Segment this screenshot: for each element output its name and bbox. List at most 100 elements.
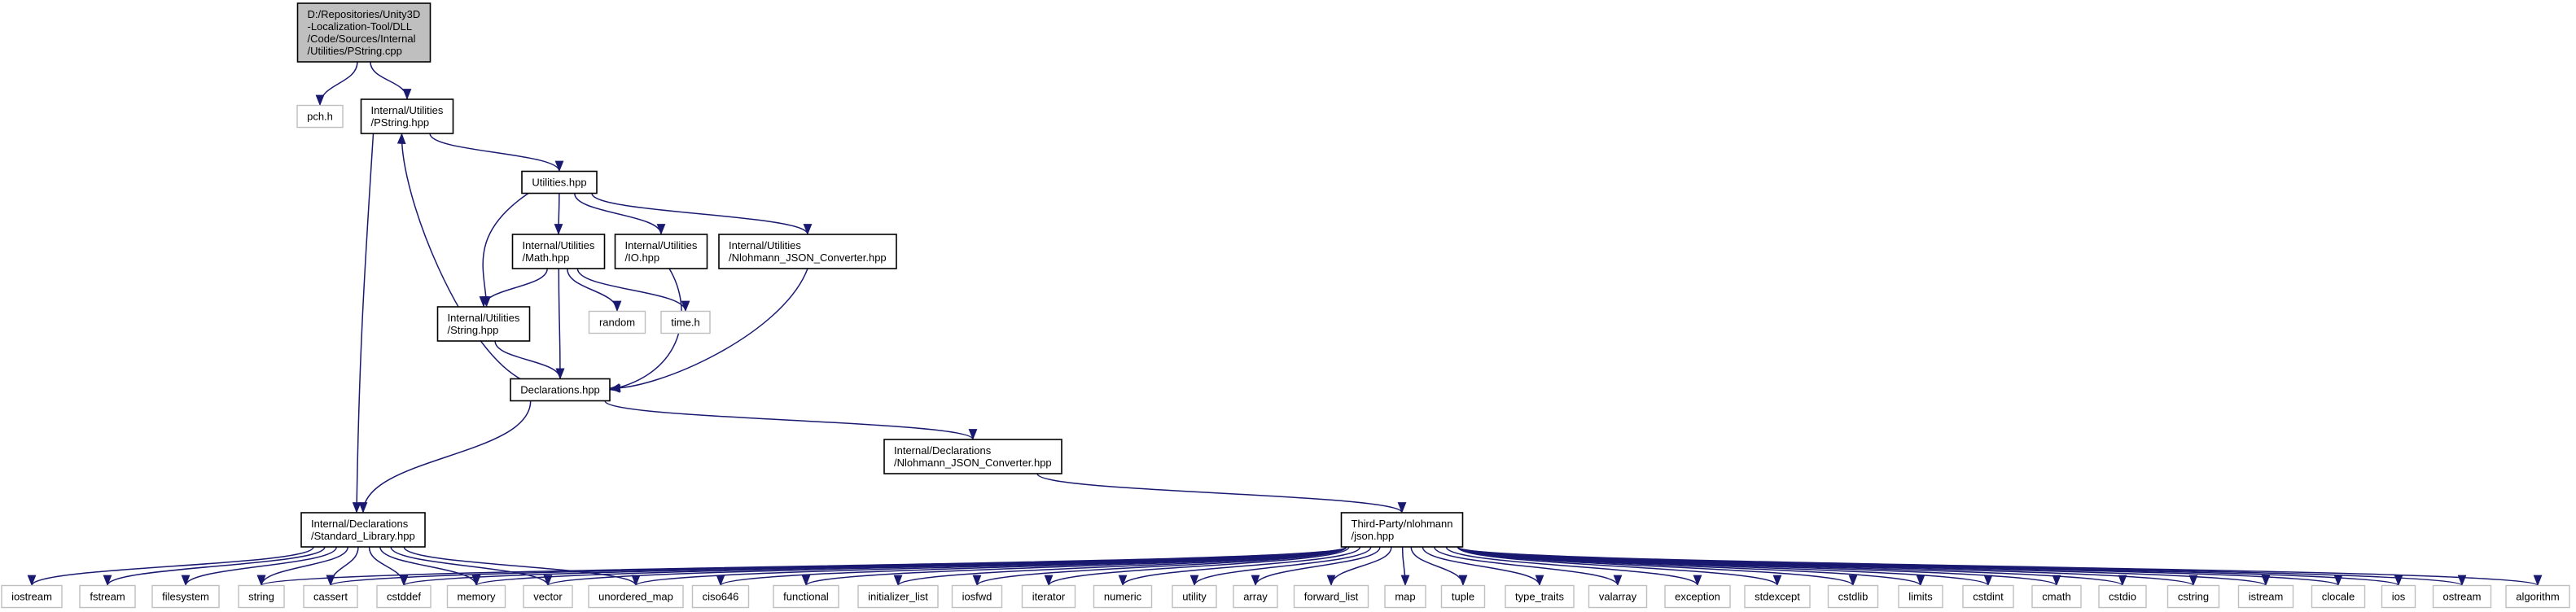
- edge-utilities-to-nconv-util: [591, 193, 813, 235]
- node-json[interactable]: Third-Party/nlohmann/json.hpp: [1340, 512, 1464, 548]
- node-io[interactable]: Internal/Utilities/IO.hpp: [614, 234, 708, 269]
- node-box: [1384, 584, 1426, 609]
- node-label: iosfwd: [962, 591, 992, 603]
- node-fstream[interactable]: fstream: [79, 584, 136, 609]
- node-pch[interactable]: pch.h: [296, 104, 344, 129]
- node-valarray[interactable]: valarray: [1588, 584, 1648, 609]
- node-label: Internal/Utilities: [448, 312, 520, 324]
- node-label: cstring: [2178, 591, 2209, 603]
- node-label: numeric: [1104, 591, 1142, 603]
- node-label: forward_list: [1304, 591, 1359, 603]
- node-vector[interactable]: vector: [523, 584, 573, 609]
- node-label: string: [248, 591, 274, 603]
- node-label: time.h: [671, 317, 699, 329]
- node-label: cassert: [313, 591, 348, 603]
- node-box: [2311, 584, 2366, 609]
- node-initializer-list[interactable]: initializer_list: [857, 584, 939, 609]
- node-iosfwd[interactable]: iosfwd: [951, 584, 1003, 609]
- edge-stdlib-to-cstddef: [368, 546, 409, 587]
- node-array[interactable]: array: [1233, 584, 1278, 609]
- node-forward-list[interactable]: forward_list: [1293, 584, 1369, 609]
- node-decl[interactable]: Declarations.hpp: [510, 378, 611, 402]
- edge-nconv-util-to-decl: [609, 268, 808, 393]
- node-cstddef[interactable]: cstddef: [376, 584, 432, 609]
- edge-decl-to-pstring: [396, 133, 521, 380]
- node-stdlib[interactable]: Internal/Declarations/Standard_Library.h…: [300, 512, 426, 548]
- node-algorithm[interactable]: algorithm: [2505, 584, 2570, 609]
- node-box: [1505, 584, 1575, 609]
- node-cstring[interactable]: cstring: [2166, 584, 2220, 609]
- node-label: ostream: [2443, 591, 2482, 603]
- node-istream[interactable]: istream: [2237, 584, 2294, 609]
- node-utility[interactable]: utility: [1172, 584, 1217, 609]
- node-label: /Math.hpp: [523, 251, 570, 264]
- node-label: /Code/Sources/Internal: [308, 33, 416, 45]
- edge-json-to-algorithm: [1457, 546, 2542, 587]
- node-label: memory: [458, 591, 496, 603]
- node-cassert[interactable]: cassert: [303, 584, 358, 609]
- node-label: cstdio: [2109, 591, 2136, 603]
- node-box: [2381, 584, 2416, 609]
- node-functional[interactable]: functional: [773, 584, 839, 609]
- node-cmath[interactable]: cmath: [2031, 584, 2082, 609]
- node-label: /Standard_Library.hpp: [311, 530, 415, 542]
- node-iterator[interactable]: iterator: [1021, 584, 1076, 609]
- node-nconv-decl[interactable]: Internal/Declarations/Nlohmann_JSON_Conv…: [883, 439, 1062, 474]
- node-std-string[interactable]: string: [238, 584, 285, 609]
- node-label: vector: [533, 591, 563, 603]
- node-timeh[interactable]: time.h: [660, 310, 711, 334]
- node-cstdio[interactable]: cstdio: [2098, 584, 2147, 609]
- edge-json-to-iosfwd: [972, 546, 1347, 587]
- node-cstdint[interactable]: cstdint: [1962, 584, 2014, 609]
- node-box: [1440, 584, 1486, 609]
- node-map[interactable]: map: [1384, 584, 1426, 609]
- node-label: initializer_list: [868, 591, 928, 603]
- node-ciso646[interactable]: ciso646: [691, 584, 750, 609]
- node-box: [1962, 584, 2014, 609]
- node-stdexcept[interactable]: stdexcept: [1744, 584, 1811, 609]
- node-label: cstdlib: [1838, 591, 1868, 603]
- node-numeric[interactable]: numeric: [1093, 584, 1153, 609]
- edge-json-to-iterator: [1044, 546, 1350, 587]
- edges-layer: [27, 61, 2542, 587]
- node-exception[interactable]: exception: [1664, 584, 1731, 609]
- node-ios[interactable]: ios: [2381, 584, 2416, 609]
- edge-json-to-map: [1400, 546, 1410, 587]
- edge-pstring-to-stdlib: [352, 133, 375, 514]
- node-root[interactable]: D:/Repositories/Unity3D-Localization-Too…: [296, 2, 432, 63]
- node-box: [1021, 584, 1076, 609]
- node-random[interactable]: random: [588, 310, 646, 334]
- edge-utilities-to-io: [574, 193, 666, 235]
- node-label: Internal/Declarations: [311, 518, 409, 530]
- node-type-traits[interactable]: type_traits: [1505, 584, 1575, 609]
- node-utilities[interactable]: Utilities.hpp: [521, 170, 598, 195]
- node-unordered-map[interactable]: unordered_map: [588, 584, 684, 609]
- node-memory[interactable]: memory: [446, 584, 506, 609]
- node-tuple[interactable]: tuple: [1440, 584, 1486, 609]
- node-limits[interactable]: limits: [1898, 584, 1943, 609]
- edge-pstring-to-utilities: [429, 133, 564, 173]
- node-pstring[interactable]: Internal/Utilities/PString.hpp: [360, 98, 454, 134]
- node-clocale[interactable]: clocale: [2311, 584, 2366, 609]
- node-box: [660, 310, 711, 334]
- node-box: [691, 584, 750, 609]
- edge-math-to-string: [479, 268, 548, 308]
- node-filesystem[interactable]: filesystem: [151, 584, 220, 609]
- node-cstdlib[interactable]: cstdlib: [1827, 584, 1879, 609]
- node-label: array: [1243, 591, 1268, 603]
- node-nconv-util[interactable]: Internal/Utilities/Nlohmann_JSON_Convert…: [718, 234, 897, 269]
- node-iostream[interactable]: iostream: [1, 584, 63, 609]
- node-box: [2166, 584, 2220, 609]
- edge-json-to-vector: [544, 546, 1347, 587]
- edge-stdlib-to-filesystem: [181, 546, 338, 587]
- node-label: functional: [783, 591, 829, 603]
- node-math[interactable]: Internal/Utilities/Math.hpp: [511, 234, 606, 269]
- node-ostream[interactable]: ostream: [2432, 584, 2492, 609]
- edge-string-to-decl: [494, 340, 565, 380]
- node-label: ciso646: [703, 591, 739, 603]
- edge-json-to-exception: [1445, 546, 1702, 587]
- edge-utilities-to-string: [482, 192, 529, 308]
- node-box: [151, 584, 220, 609]
- node-string[interactable]: Internal/Utilities/String.hpp: [436, 306, 531, 342]
